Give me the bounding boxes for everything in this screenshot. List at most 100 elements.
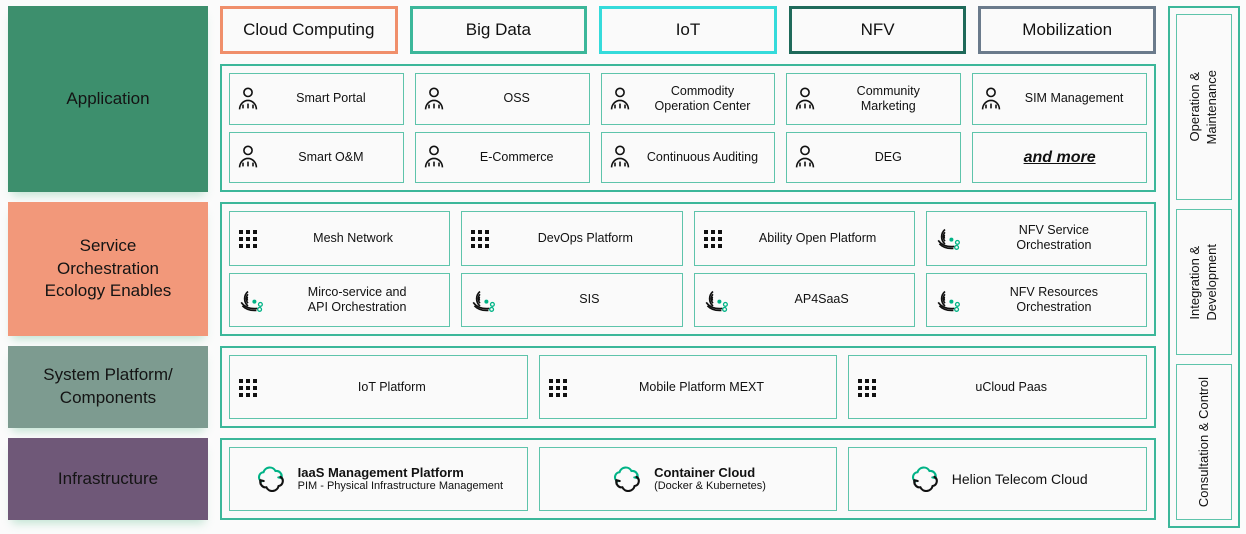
card-nfv-service-orchestration[interactable]: NFV Service Orchestration: [925, 211, 1147, 266]
card-iot-platform[interactable]: IoT Platform: [229, 355, 528, 419]
application-row-2: Smart O&M E-Commerce Continuous Auditing DE…: [229, 131, 1147, 183]
card-smart-portal[interactable]: Smart Portal: [229, 73, 404, 125]
rail-item-label: Consultation & Control: [1195, 376, 1211, 508]
card-smart-o-m[interactable]: Smart O&M: [229, 131, 404, 183]
card-commodity-operation-center[interactable]: Commodity Operation Center: [600, 73, 776, 125]
orchestration-icon: [937, 229, 960, 251]
card-mirco-service-and-api-orchestration[interactable]: Mirco-service and API Orchestration: [229, 272, 451, 327]
rail-item-label: Integration & Development: [1187, 243, 1219, 321]
lifecycle-rail: Operation & Maintenance Integration & De…: [1168, 6, 1240, 528]
rail-item-label: Operation & Maintenance: [1187, 69, 1219, 145]
card-continuous-auditing[interactable]: Continuous Auditing: [600, 131, 776, 183]
tier-body-application: Cloud Computing Big Data IoT NFV Mobiliz…: [220, 6, 1156, 192]
card-mesh-network[interactable]: Mesh Network: [229, 211, 451, 266]
card-label: SIM Management: [1024, 91, 1124, 106]
card-label: DEG: [874, 149, 902, 164]
system-row-1: IoT Platform Mobile Platform MEXT uCloud P…: [229, 355, 1148, 419]
card-ability-open-platform[interactable]: Ability Open Platform: [693, 211, 915, 266]
rail-item-consultation-control[interactable]: Consultation & Control: [1176, 364, 1232, 520]
dot-grid-icon: [703, 230, 722, 249]
person-icon: [981, 87, 1001, 110]
card-ucloud-paas[interactable]: uCloud Paas: [848, 355, 1148, 419]
dot-grid-icon: [548, 379, 567, 397]
card-label: Mobile Platform MEXT: [638, 379, 765, 394]
service-row-2: Mirco-service and API Orchestration SIS AP…: [229, 272, 1147, 327]
person-icon: [796, 87, 815, 110]
tag-nfv[interactable]: NFV: [788, 6, 967, 54]
card-label: uCloud Paas: [975, 379, 1047, 394]
tag-label: NFV: [860, 20, 895, 39]
card-label: Smart Portal: [296, 91, 366, 106]
person-icon: [238, 87, 258, 110]
tag-mobilization[interactable]: Mobilization: [978, 6, 1156, 54]
tag-label: IoT: [675, 20, 701, 39]
card-label: Community Marketing: [856, 83, 920, 113]
tier-label-service-orchestration: Service Orchestration Ecology Enables: [8, 202, 208, 336]
card-subtitle: (Docker & Kubernetes): [654, 480, 766, 493]
service-panel: Mesh Network DevOps Platform Ability Open …: [220, 202, 1156, 336]
dot-grid-icon: [858, 379, 877, 397]
card-subtitle: PIM - Physical Infrastructure Management: [297, 480, 504, 493]
person-icon: [424, 87, 443, 110]
orchestration-icon: [705, 290, 728, 312]
application-panel: Smart Portal OSS Commodity Operation Cente…: [220, 64, 1156, 192]
tag-label: Cloud Computing: [243, 20, 375, 39]
card-text: Container Cloud(Docker & Kubernetes): [654, 465, 766, 494]
card-mobile-platform-mext[interactable]: Mobile Platform MEXT: [538, 355, 838, 419]
card-devops-platform[interactable]: DevOps Platform: [461, 211, 683, 266]
card-title: Container Cloud: [654, 464, 756, 480]
rail-item-operation-maintenance[interactable]: Operation & Maintenance: [1176, 14, 1232, 200]
dot-grid-icon: [239, 230, 257, 249]
card-container-cloud[interactable]: Container Cloud(Docker & Kubernetes): [538, 447, 838, 511]
card-oss[interactable]: OSS: [414, 73, 590, 125]
card-e-commerce[interactable]: E-Commerce: [414, 131, 590, 183]
tier-stack: Application Cloud Computing Big Data IoT…: [8, 6, 1156, 528]
card-label: E-Commerce: [479, 149, 554, 164]
category-tag-row: Cloud Computing Big Data IoT NFV Mobiliz…: [220, 6, 1156, 54]
person-icon: [424, 145, 443, 168]
dot-grid-icon: [239, 379, 257, 397]
card-label: OSS: [503, 91, 530, 106]
tier-system-platform: System Platform/ Components IoT Platform…: [8, 346, 1156, 428]
cloud-cycle-icon: [911, 466, 938, 492]
orchestration-icon: [937, 290, 960, 312]
card-helion-telecom-cloud[interactable]: Helion Telecom Cloud: [848, 447, 1148, 511]
service-row-1: Mesh Network DevOps Platform Ability Open …: [229, 211, 1147, 266]
rail-item-integration-development[interactable]: Integration & Development: [1176, 209, 1232, 355]
card-label: and more: [1023, 148, 1096, 166]
card-text: Helion Telecom Cloud: [952, 471, 1088, 488]
tag-cloud-computing[interactable]: Cloud Computing: [220, 6, 398, 54]
card-label: Mirco-service and API Orchestration: [307, 284, 407, 314]
card-nfv-resources-orchestration[interactable]: NFV Resources Orchestration: [925, 272, 1147, 327]
orchestration-icon: [240, 290, 263, 312]
card-label: SIS: [579, 292, 600, 307]
card-ap4saas[interactable]: AP4SaaS: [693, 272, 915, 327]
card-sim-management[interactable]: SIM Management: [972, 73, 1147, 125]
card-and-more[interactable]: and more: [972, 131, 1147, 183]
tier-service-orchestration: Service Orchestration Ecology Enables Me…: [8, 202, 1156, 336]
tier-label-application: Application: [8, 6, 208, 192]
card-label: IoT Platform: [357, 379, 426, 394]
card-community-marketing[interactable]: Community Marketing: [786, 73, 962, 125]
tag-iot[interactable]: IoT: [599, 6, 777, 54]
card-label: Mesh Network: [313, 230, 394, 245]
tier-label-system-platform: System Platform/ Components: [8, 346, 208, 428]
tag-label: Big Data: [465, 20, 531, 39]
tag-big-data[interactable]: Big Data: [409, 6, 588, 54]
tier-application: Application Cloud Computing Big Data IoT…: [8, 6, 1156, 192]
person-icon: [238, 145, 258, 168]
person-icon: [796, 145, 815, 168]
card-label: Continuous Auditing: [646, 149, 759, 164]
card-deg[interactable]: DEG: [786, 131, 962, 183]
card-sis[interactable]: SIS: [461, 272, 683, 327]
tier-body-system: IoT Platform Mobile Platform MEXT uCloud P…: [220, 346, 1156, 428]
card-label: Ability Open Platform: [758, 230, 877, 245]
card-label: NFV Service Orchestration: [1016, 223, 1092, 253]
card-title: Helion Telecom Cloud: [951, 470, 1088, 487]
